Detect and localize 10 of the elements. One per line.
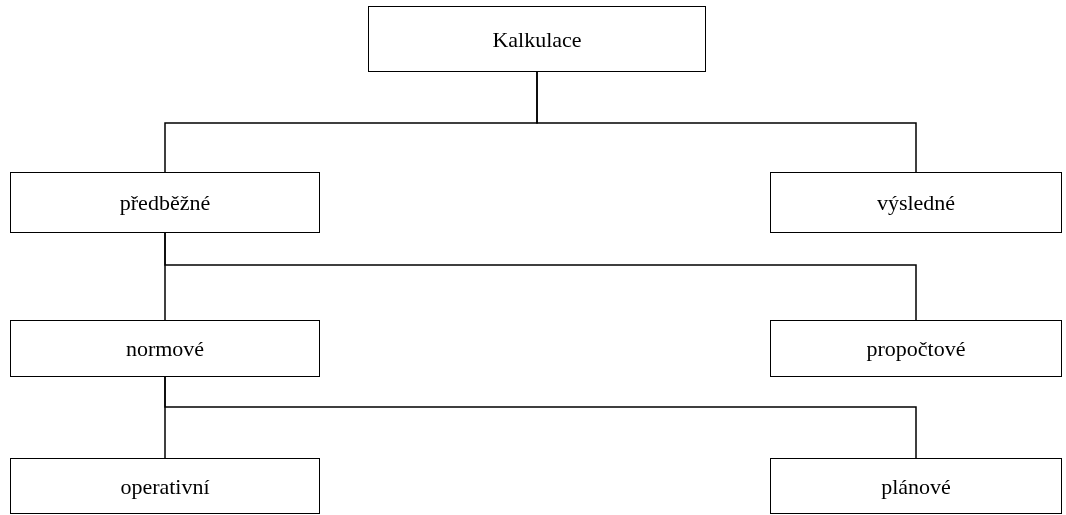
category-box: Kalkulace (368, 6, 706, 72)
category-box: předběžné (10, 172, 320, 233)
connector-line (164, 232, 917, 321)
connector-line (164, 376, 917, 459)
connector-line (536, 71, 917, 173)
category-box: výsledné (770, 172, 1062, 233)
category-box: normové (10, 320, 320, 377)
category-box: operativní (10, 458, 320, 514)
category-box: propočtové (770, 320, 1062, 377)
category-box: plánové (770, 458, 1062, 514)
